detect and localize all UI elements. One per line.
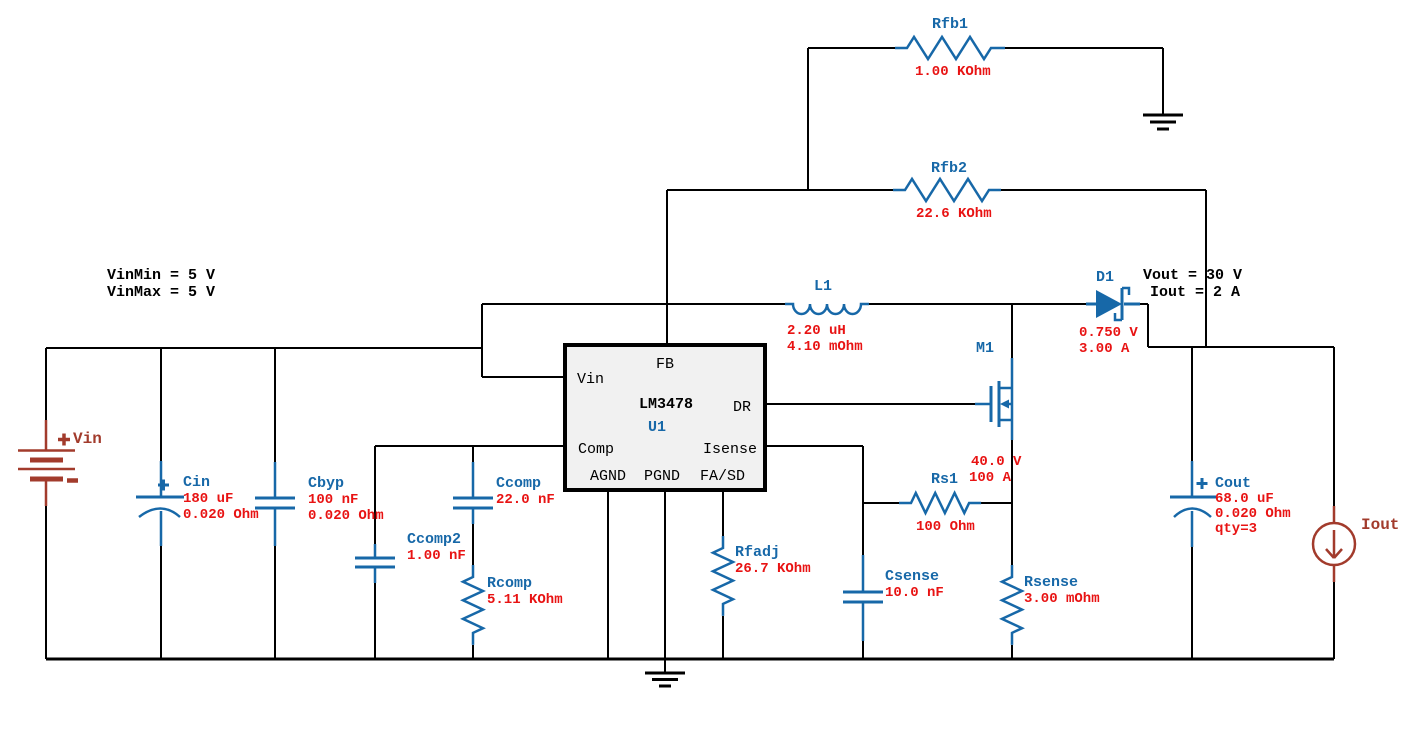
rsense-value: 3.00 mOhm [1024, 591, 1100, 607]
component-rfb2[interactable]: Rfb2 22.6 KOhm [893, 160, 1001, 222]
ccomp2-label: Ccomp2 [407, 531, 461, 548]
component-cbyp[interactable]: Cbyp 100 nF 0.020 Ohm [255, 462, 384, 546]
ccomp2-value: 1.00 nF [407, 548, 466, 564]
ic-pin-comp: Comp [578, 441, 614, 458]
ic-ref-designator: U1 [648, 419, 666, 436]
rs1-label: Rs1 [931, 471, 958, 488]
ground-symbol [645, 659, 685, 688]
csense-value: 10.0 nF [885, 585, 944, 601]
cbyp-value: 100 nF [308, 492, 358, 508]
iout-annotation: Iout = 2 A [1150, 284, 1240, 301]
component-iout-source[interactable]: Iout [1311, 506, 1399, 582]
rfadj-value: 26.7 KOhm [735, 561, 811, 577]
m1-node-voltage: 40.0 V [971, 454, 1022, 470]
component-ccomp2[interactable]: Ccomp2 1.00 nF [355, 531, 466, 583]
ic-pin-dr: DR [733, 399, 751, 416]
component-rfb1[interactable]: Rfb1 1.00 KOhm [895, 16, 1005, 80]
component-ccomp[interactable]: Ccomp 22.0 nF [453, 462, 555, 524]
rfb2-value: 22.6 KOhm [916, 206, 992, 222]
rfb1-label: Rfb1 [932, 16, 968, 33]
cout-esr: 0.020 Ohm [1215, 506, 1291, 522]
cin-label: Cin [183, 474, 210, 491]
cbyp-label: Cbyp [308, 475, 344, 492]
component-csense[interactable]: Csense 10.0 nF [843, 555, 944, 641]
d1-vf: 0.750 V [1079, 325, 1138, 341]
rcomp-label: Rcomp [487, 575, 532, 592]
ccomp-label: Ccomp [496, 475, 541, 492]
component-rsense[interactable]: Rsense 3.00 mOhm [999, 565, 1100, 645]
cout-label: Cout [1215, 475, 1251, 492]
component-cin[interactable]: Cin 180 uF 0.020 Ohm [136, 461, 259, 546]
l1-dcr: 4.10 mOhm [787, 339, 863, 355]
rfadj-label: Rfadj [735, 544, 780, 561]
component-cout[interactable]: Cout 68.0 uF 0.020 Ohm qty=3 [1170, 461, 1291, 547]
annotations: VinMin = 5 V VinMax = 5 V Vout = 30 V Io… [107, 267, 1242, 301]
d1-label: D1 [1096, 269, 1114, 286]
ground-symbol [1143, 113, 1183, 131]
rsense-label: Rsense [1024, 574, 1078, 591]
component-l1[interactable]: L1 2.20 uH 4.10 mOhm [785, 278, 869, 355]
d1-current: 3.00 A [1079, 341, 1130, 357]
csense-label: Csense [885, 568, 939, 585]
component-rcomp[interactable]: Rcomp 5.11 KOhm [460, 565, 563, 645]
m1-label: M1 [976, 340, 994, 357]
wires [45, 47, 1335, 661]
ic-pin-pgnd: PGND [644, 468, 680, 485]
ic-pin-fb: FB [656, 356, 674, 373]
ccomp-value: 22.0 nF [496, 492, 555, 508]
vinmax-annotation: VinMax = 5 V [107, 284, 215, 301]
cin-value: 180 uF [183, 491, 233, 507]
vout-annotation: Vout = 30 V [1143, 267, 1242, 284]
component-rs1[interactable]: Rs1 100 Ohm [899, 471, 982, 535]
ic-pin-agnd: AGND [590, 468, 626, 485]
cbyp-esr: 0.020 Ohm [308, 508, 384, 524]
cout-value: 68.0 uF [1215, 491, 1274, 507]
component-vin-source[interactable]: Vin [18, 420, 102, 506]
ic-pin-vin: Vin [577, 371, 604, 388]
component-m1-mosfet[interactable]: M1 40.0 V 100 A [969, 340, 1022, 486]
vinmin-annotation: VinMin = 5 V [107, 267, 215, 284]
battery-plus-sign [58, 433, 70, 446]
cin-esr: 0.020 Ohm [183, 507, 259, 523]
m1-node-current: 100 A [969, 470, 1012, 486]
l1-value: 2.20 uH [787, 323, 846, 339]
cin-plus-sign [158, 479, 169, 491]
l1-label: L1 [814, 278, 832, 295]
rs1-value: 100 Ohm [916, 519, 975, 535]
cout-qty: qty=3 [1215, 521, 1257, 537]
cout-plus-sign [1196, 478, 1208, 489]
component-d1-diode[interactable]: D1 0.750 V 3.00 A [1079, 269, 1140, 357]
rcomp-value: 5.11 KOhm [487, 592, 563, 608]
ic-part-number: LM3478 [639, 396, 693, 413]
battery-label: Vin [73, 430, 102, 448]
component-rfadj[interactable]: Rfadj 26.7 KOhm [710, 536, 811, 616]
component-ic-lm3478[interactable]: Vin FB DR Comp Isense AGND PGND FA/SD LM… [563, 343, 767, 492]
rfb2-label: Rfb2 [931, 160, 967, 177]
ic-pin-isense: Isense [703, 441, 757, 458]
ic-pin-fasd: FA/SD [700, 468, 745, 485]
rfb1-value: 1.00 KOhm [915, 64, 991, 80]
iout-label: Iout [1361, 516, 1399, 534]
